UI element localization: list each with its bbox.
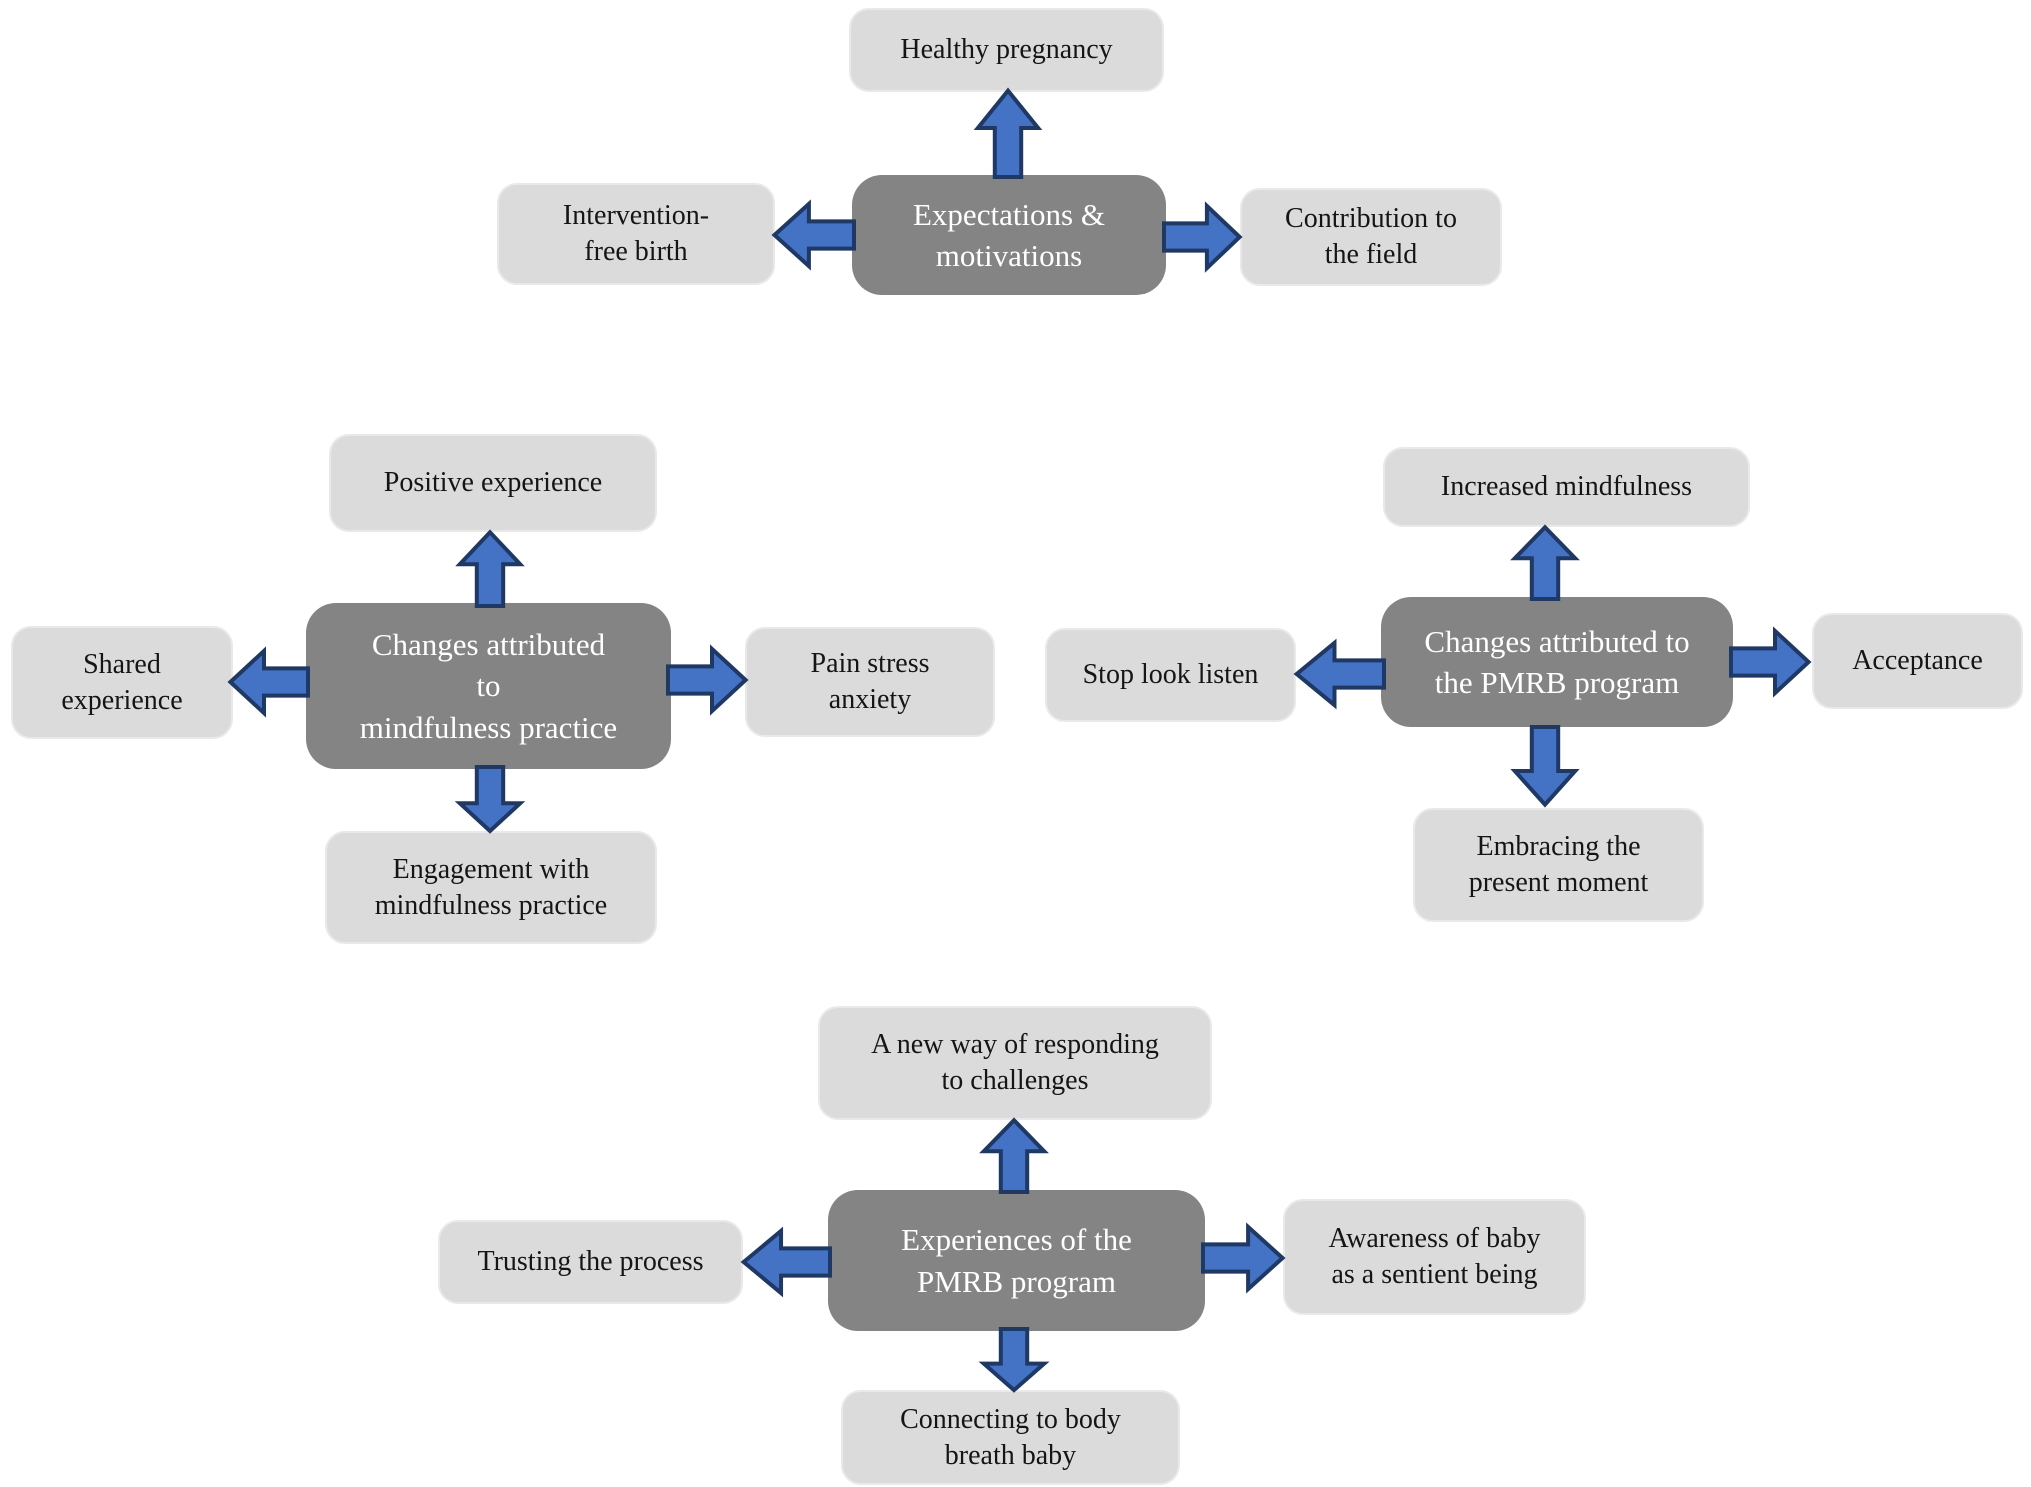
node-contribution-to-the-field: Contribution to the field (1240, 188, 1502, 286)
node-label: Experiences of the PMRB program (901, 1222, 1132, 1299)
node-awareness-of-baby-as-a-sentient-being: Awareness of baby as a sentient being (1283, 1199, 1586, 1315)
node-healthy-pregnancy: Healthy pregnancy (849, 8, 1164, 92)
arrow-up-icon (975, 88, 1041, 177)
node-changes-attributed-to-the-pmrb-program-center: Changes attributed to the PMRB program (1381, 597, 1733, 727)
node-experiences-of-the-pmrb-program-center: Experiences of the PMRB program (828, 1190, 1205, 1331)
arrow-up-icon (1512, 525, 1578, 599)
node-label: Healthy pregnancy (900, 34, 1113, 66)
node-connecting-to-body-breath-baby: Connecting to body breath baby (841, 1390, 1180, 1485)
node-label: Trusting the process (477, 1246, 704, 1278)
arrow-right-icon (1731, 628, 1811, 696)
node-label: A new way of responding to challenges (871, 1029, 1159, 1096)
node-label: Increased mindfulness (1440, 471, 1693, 503)
arrow-down-icon (1512, 727, 1578, 807)
node-label: Engagement with mindfulness practice (374, 853, 608, 921)
arrow-left-icon (1294, 640, 1384, 708)
node-label: Intervention- free birth (562, 200, 710, 267)
node-increased-mindfulness: Increased mindfulness (1383, 447, 1750, 527)
node-label: Expectations & motivations (913, 196, 1105, 273)
node-label: Connecting to body breath baby (900, 1403, 1121, 1471)
arrow-left-icon (741, 1228, 830, 1296)
node-label: Embracing the present moment (1468, 831, 1649, 898)
node-engagement-with-mindfulness-practice: Engagement with mindfulness practice (325, 831, 657, 944)
arrow-left-icon (228, 648, 308, 716)
node-shared-experience: Shared experience (11, 626, 233, 739)
node-stop-look-listen: Stop look listen (1045, 628, 1296, 722)
arrow-right-icon (668, 646, 748, 714)
node-positive-experience: Positive experience (329, 434, 657, 532)
arrow-left-icon (772, 201, 854, 269)
arrow-down-icon (457, 767, 523, 833)
node-label: Stop look listen (1082, 659, 1259, 691)
node-acceptance: Acceptance (1812, 613, 2023, 709)
node-label: Contribution to the field (1285, 203, 1457, 270)
node-trusting-the-process: Trusting the process (438, 1220, 743, 1304)
node-label: Acceptance (1852, 645, 1983, 677)
node-a-new-way-of-responding-to-challenges: A new way of responding to challenges (818, 1006, 1212, 1120)
node-pain-stress-anxiety: Pain stress anxiety (745, 627, 995, 737)
node-changes-attributed-to-mindfulness-practice-center: Changes attributed to mindfulness practi… (306, 603, 671, 769)
arrow-up-icon (457, 530, 523, 606)
node-label: Pain stress anxiety (810, 648, 930, 715)
node-label: Changes attributed to the PMRB program (1424, 623, 1690, 700)
arrow-right-icon (1203, 1224, 1285, 1292)
arrow-down-icon (981, 1329, 1047, 1392)
node-expectations-motivations-center: Expectations & motivations (852, 175, 1166, 295)
node-embracing-the-present-moment: Embracing the present moment (1413, 808, 1704, 922)
arrow-right-icon (1164, 203, 1242, 271)
node-label: Awareness of baby as a sentient being (1328, 1223, 1541, 1290)
arrow-up-icon (981, 1118, 1047, 1192)
node-label: Shared experience (61, 648, 183, 716)
node-label: Changes attributed to mindfulness practi… (359, 627, 618, 745)
node-label: Positive experience (383, 467, 603, 499)
node-intervention-free-birth: Intervention- free birth (497, 183, 775, 285)
